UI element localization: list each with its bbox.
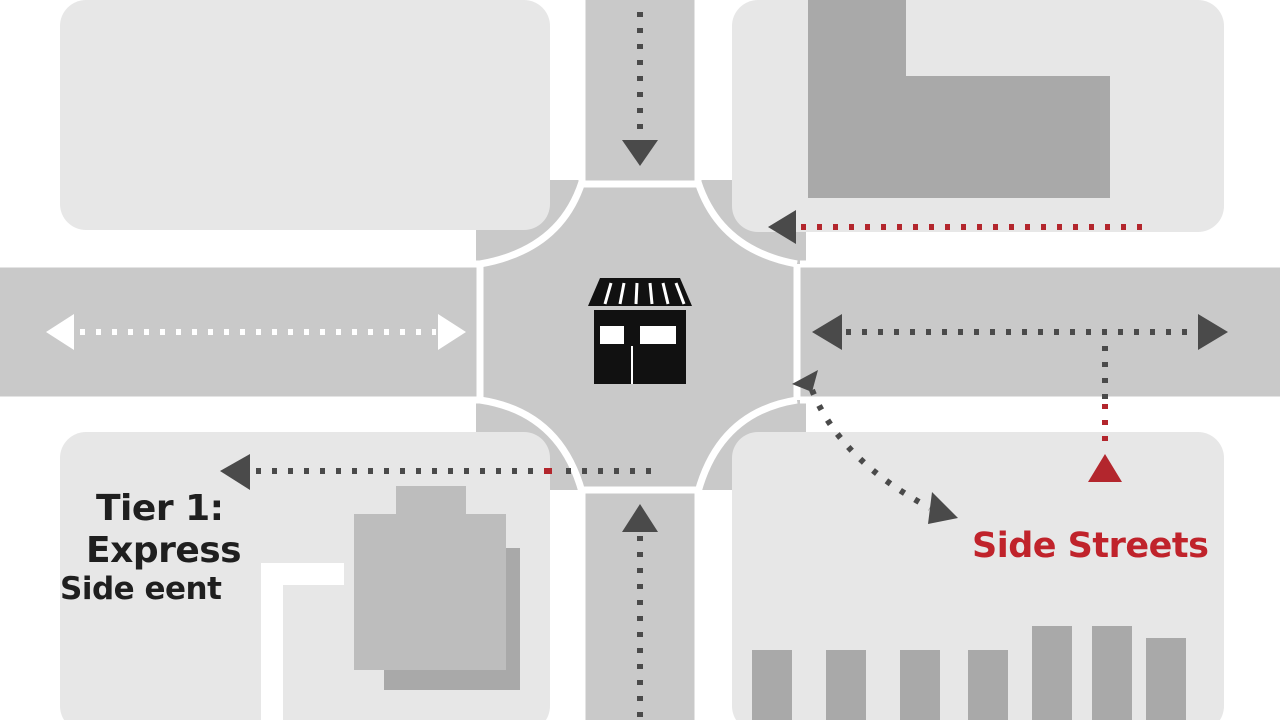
building-l-shape [808, 0, 1110, 198]
arrow-up-left-icon [792, 370, 818, 392]
route-south-west [220, 454, 656, 490]
arrow-left-icon [812, 314, 842, 350]
route-side-street-curve [792, 370, 958, 524]
side-streets-label: Side Streets [972, 526, 1209, 566]
building-top [396, 486, 466, 520]
route-south-inbound [622, 504, 658, 720]
arrow-down-right-icon [928, 492, 958, 524]
arrow-up-icon [1088, 454, 1122, 482]
walkway [261, 563, 344, 720]
arrow-up-icon [622, 504, 658, 532]
arrow-left-icon [768, 210, 796, 244]
arrow-right-icon [1198, 314, 1228, 350]
route-east-two-way [812, 314, 1228, 350]
route-west-express [46, 314, 466, 350]
route-side-street-branch [1088, 346, 1122, 482]
tier-subtitle-label: Side eent [60, 571, 222, 607]
storefront-icon [588, 278, 692, 384]
arrow-left-icon [46, 314, 74, 350]
row-buildings [752, 626, 1186, 720]
route-east-red [768, 210, 1142, 244]
arrow-right-icon [438, 314, 466, 350]
arrow-left-icon [220, 454, 250, 490]
route-north-inbound [622, 12, 658, 166]
block-top-left [60, 0, 550, 230]
tier-name-label: Express [86, 530, 242, 571]
building-main [354, 514, 506, 670]
arrow-down-icon [622, 140, 658, 166]
tier-title-label: Tier 1: [96, 488, 224, 529]
